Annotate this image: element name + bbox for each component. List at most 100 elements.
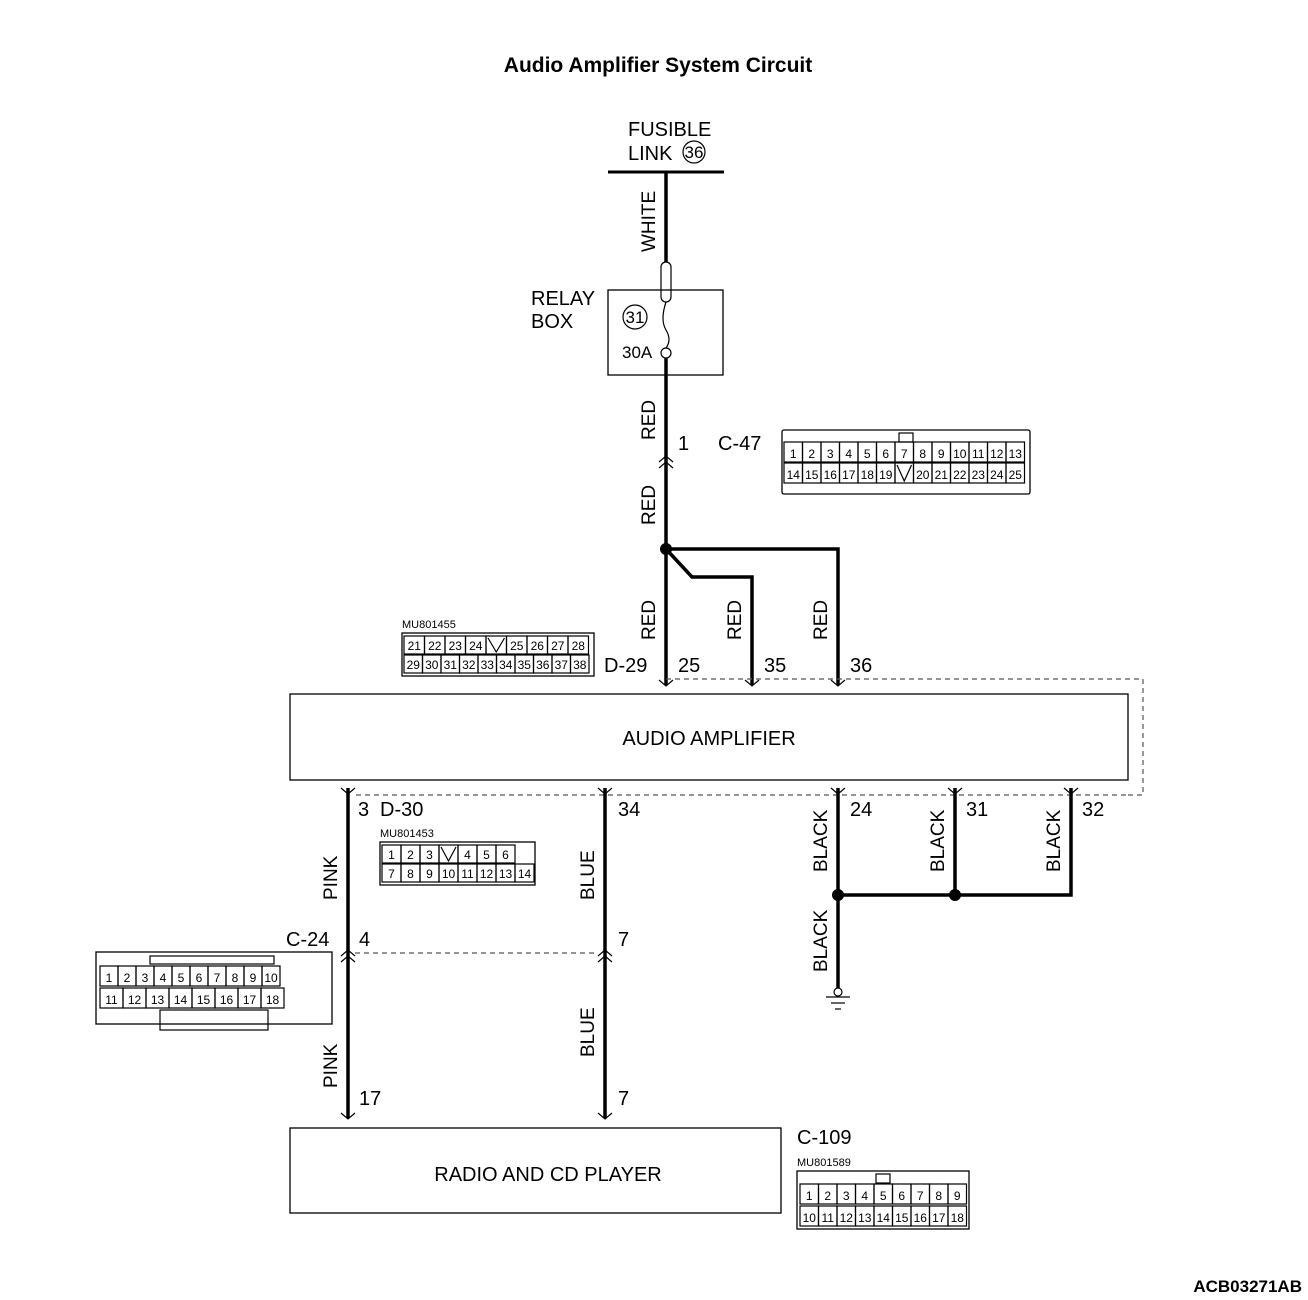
c24-pin-number: 13 bbox=[151, 993, 165, 1007]
fuse-number: 31 bbox=[626, 308, 645, 327]
d30-pin-number: 13 bbox=[499, 867, 513, 881]
d29-pin-number: 23 bbox=[449, 639, 463, 653]
audio-amplifier: AUDIO AMPLIFIER bbox=[289, 693, 1129, 781]
d30-pin-31: 31 bbox=[966, 799, 988, 821]
d30-pin-cell bbox=[514, 863, 535, 883]
d30-pin-number: 9 bbox=[426, 867, 433, 881]
d29-pin-36: 36 bbox=[850, 655, 872, 677]
d29-pin-35: 35 bbox=[764, 655, 786, 677]
d30-pin-34: 34 bbox=[618, 799, 640, 821]
c47-pin-number: 2 bbox=[808, 447, 815, 461]
c47-pin-number: 5 bbox=[864, 447, 871, 461]
red-wire-label-1: RED bbox=[639, 400, 660, 440]
c47-pin-number: 13 bbox=[1009, 447, 1023, 461]
c109-pin-number: 7 bbox=[917, 1189, 924, 1203]
d30-pin-number: 8 bbox=[407, 867, 414, 881]
c109-pin-number: 1 bbox=[806, 1189, 813, 1203]
fusible-link: FUSIBLE LINK 36 bbox=[608, 119, 724, 174]
pink-wire-label-1: PINK bbox=[321, 855, 342, 900]
c47-pin-number: 15 bbox=[805, 468, 819, 482]
fuse-element bbox=[662, 301, 670, 349]
d29-connector-marker: D-29 25 35 36 bbox=[604, 655, 872, 687]
c109-pin-number: 2 bbox=[824, 1189, 831, 1203]
c24-pin-number: 17 bbox=[243, 993, 257, 1007]
c47-pin-number: 7 bbox=[901, 447, 908, 461]
d29-part-number: MU801455 bbox=[402, 619, 456, 631]
relay-box-label-line1: RELAY bbox=[531, 288, 595, 310]
d29-pin-number: 35 bbox=[518, 658, 532, 672]
d30-pin-24: 24 bbox=[850, 799, 872, 821]
d29-pin-number: 29 bbox=[407, 658, 421, 672]
c109-pin-cell bbox=[947, 1183, 968, 1205]
c24-pin-number: 16 bbox=[220, 993, 234, 1007]
c24-pin-number: 11 bbox=[105, 993, 118, 1007]
c24-pin-number: 8 bbox=[232, 971, 239, 985]
c47-pin-number: 12 bbox=[990, 447, 1004, 461]
red-wire-label-35: RED bbox=[725, 600, 746, 640]
c24-pin-number: 12 bbox=[128, 993, 142, 1007]
diagram-title: Audio Amplifier System Circuit bbox=[504, 54, 812, 77]
c24-pin-number: 1 bbox=[106, 971, 113, 985]
d30-pin-number: 3 bbox=[426, 848, 433, 862]
radio-cd-player: RADIO AND CD PLAYER bbox=[289, 1127, 782, 1214]
d29-pin-number: 22 bbox=[428, 639, 442, 653]
c24-pin-number: 10 bbox=[264, 971, 278, 985]
relay-box-label-line2: BOX bbox=[531, 311, 573, 333]
c109-pin-7: 7 bbox=[618, 1088, 629, 1110]
d30-pin-number: 12 bbox=[480, 867, 494, 881]
c47-pin-number: 25 bbox=[1009, 468, 1023, 482]
d29-pin-cell bbox=[569, 654, 590, 674]
red-wire-label-3: RED bbox=[639, 600, 660, 640]
c24-pin-number: 6 bbox=[196, 971, 203, 985]
d29-pin-number: 37 bbox=[555, 658, 569, 672]
junction-black-1 bbox=[832, 889, 844, 901]
d30-pin-cell bbox=[495, 844, 516, 864]
c109-pin-number: 11 bbox=[822, 1211, 835, 1225]
d29-pin-number: 31 bbox=[444, 658, 458, 672]
fuse-rating: 30A bbox=[622, 343, 653, 362]
c47-pin-number: 21 bbox=[935, 468, 949, 482]
red-branch-35 bbox=[664, 547, 754, 685]
c47-pin-cell bbox=[1005, 441, 1026, 463]
c24-connector-marker: C-24 4 7 bbox=[286, 929, 629, 963]
relay-box: RELAY BOX 31 30A bbox=[531, 261, 724, 376]
c47-pin-number: 18 bbox=[861, 468, 875, 482]
c47-pin-number: 16 bbox=[824, 468, 838, 482]
c47-label: C-47 bbox=[718, 433, 761, 455]
d29-pin-number: 24 bbox=[469, 639, 483, 653]
red-branch-36 bbox=[666, 547, 840, 685]
c47-pin-number: 20 bbox=[916, 468, 930, 482]
red-wire-label-36: RED bbox=[811, 600, 832, 640]
black-wire-label-31: BLACK bbox=[928, 809, 949, 872]
c109-pin-number: 16 bbox=[914, 1211, 928, 1225]
black-wire-label-ground: BLACK bbox=[811, 909, 832, 972]
c47-pin-cell bbox=[1005, 462, 1026, 484]
d29-pin-number: 26 bbox=[531, 639, 545, 653]
d30-pin-32: 32 bbox=[1082, 799, 1104, 821]
c109-pin-number: 8 bbox=[935, 1189, 942, 1203]
white-wire-label: WHITE bbox=[639, 191, 660, 252]
d30-label: D-30 bbox=[380, 799, 423, 821]
d30-pin-3: 3 bbox=[358, 799, 369, 821]
pink-wire-label-2: PINK bbox=[321, 1043, 342, 1088]
d30-connector-marker: 3 D-30 34 24 31 32 bbox=[340, 787, 1104, 821]
c47-pin-number: 23 bbox=[972, 468, 986, 482]
c109-pin-number: 13 bbox=[858, 1211, 872, 1225]
d29-pin-cell bbox=[567, 635, 590, 655]
ground-icon bbox=[826, 987, 850, 1010]
c47-pin-number: 14 bbox=[787, 468, 801, 482]
c109-pin-cell bbox=[947, 1205, 968, 1227]
black-wire-label-32: BLACK bbox=[1044, 809, 1065, 872]
audio-amplifier-box bbox=[289, 693, 1129, 781]
d29-pin-number: 33 bbox=[481, 658, 495, 672]
fusible-link-number-circle bbox=[682, 140, 706, 164]
c24-pin-number: 18 bbox=[266, 993, 280, 1007]
fusible-link-number: 36 bbox=[685, 143, 704, 162]
c109-pin-17: 17 bbox=[359, 1088, 381, 1110]
c47-pin-number: 10 bbox=[953, 447, 967, 461]
red-wire-label-2: RED bbox=[639, 485, 660, 525]
d29-key-mark bbox=[487, 637, 506, 654]
